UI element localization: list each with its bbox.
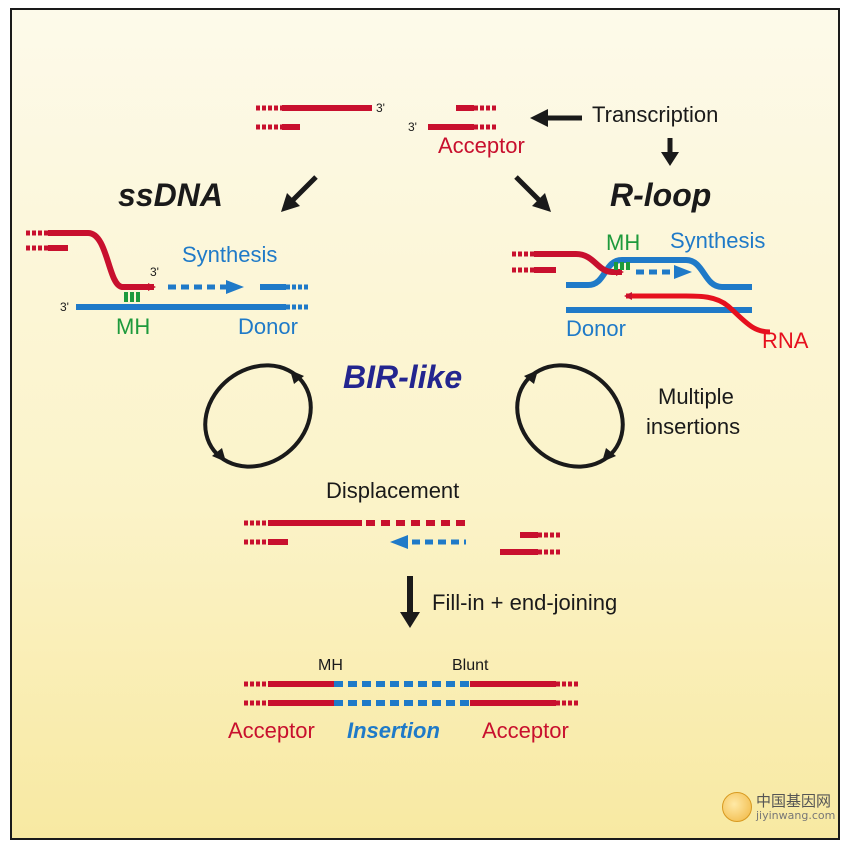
dashed-end-marks — [474, 105, 496, 130]
cycle-arrowhead — [290, 370, 304, 384]
rna-strand — [624, 292, 771, 335]
top-acceptor-right: 3' — [408, 105, 496, 134]
multiple-insertions-line1: Multiple — [658, 384, 734, 409]
transcription-arrow — [530, 109, 582, 127]
donor-displaced-strand — [566, 257, 752, 290]
three-prime-label: 3' — [408, 120, 417, 134]
transcription-label: Transcription — [592, 102, 718, 127]
arrow-to-ssdna — [281, 175, 318, 212]
arrow-to-rloop — [514, 175, 551, 212]
displacement-product — [244, 520, 466, 549]
acceptor-label-bottom-left: Acceptor — [228, 718, 315, 743]
dashed-end-marks — [244, 681, 268, 706]
dashed-end-marks — [26, 230, 48, 251]
fill-arrowhead — [390, 535, 408, 549]
transcription-down-arrow — [661, 138, 679, 166]
dashed-end-marks — [256, 105, 282, 130]
dashed-end-marks — [538, 532, 560, 555]
synthesis-label-left: Synthesis — [182, 242, 277, 267]
displacement-label: Displacement — [326, 478, 459, 503]
cycle-left — [203, 363, 313, 469]
fill-in-label: Fill-in + end-joining — [432, 590, 617, 615]
synthesis-arrowhead — [226, 280, 244, 294]
dashed-end-marks — [244, 520, 268, 545]
synthesis-label-right: Synthesis — [670, 228, 765, 253]
acceptor-invading-strand — [534, 251, 624, 276]
dashed-end-marks — [556, 681, 580, 706]
fill-in-arrow — [400, 576, 420, 628]
cycle-right — [515, 363, 625, 469]
dna-logo-icon — [722, 792, 752, 822]
cycle-arrowhead — [602, 448, 616, 462]
mh-marks — [124, 292, 140, 302]
insertion-label: Insertion — [347, 718, 440, 743]
three-prime-label: 3' — [60, 300, 69, 314]
dashed-end-marks — [512, 251, 534, 273]
watermark-text-en: jiyinwang.com — [756, 809, 836, 822]
cycle-arrowhead — [212, 448, 226, 462]
rloop-title: R-loop — [610, 177, 711, 213]
watermark: 中国基因网 jiyinwang.com — [722, 790, 838, 824]
displacement-right-end — [500, 532, 560, 555]
blunt-label: Blunt — [452, 657, 489, 674]
acceptor-invading-strand — [48, 230, 156, 291]
multiple-insertions-line2: insertions — [646, 414, 740, 439]
rloop-pathway: MH Synthesis Donor RNA — [512, 228, 809, 353]
ssdna-pathway: 3' 3' Synthesis MH Donor — [26, 230, 308, 339]
acceptor-label-top: Acceptor — [438, 133, 525, 158]
three-prime-label: 3' — [376, 101, 385, 115]
final-product — [244, 681, 580, 706]
donor-label-left: Donor — [238, 314, 298, 339]
acceptor-label-bottom-right: Acceptor — [482, 718, 569, 743]
donor-label-right: Donor — [566, 316, 626, 341]
mh-label-left: MH — [116, 314, 150, 339]
three-prime-label: 3' — [150, 265, 159, 279]
mh-label-right: MH — [606, 230, 640, 255]
cycle-arrowhead — [524, 370, 538, 384]
ssdna-title: ssDNA — [118, 177, 223, 213]
mh-marks — [614, 262, 630, 270]
synthesis-arrowhead — [674, 265, 692, 279]
mh-label-bottom: MH — [318, 657, 343, 674]
bir-like-label: BIR-like — [343, 359, 462, 395]
rna-label: RNA — [762, 328, 809, 353]
top-acceptor-left: 3' — [256, 101, 385, 130]
watermark-text-cn: 中国基因网 — [756, 792, 832, 810]
